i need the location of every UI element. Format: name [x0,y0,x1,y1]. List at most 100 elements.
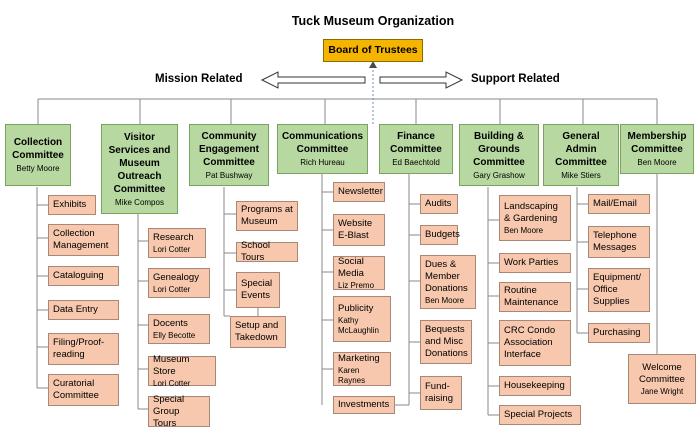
subcommittee-person: Karen Raynes [338,365,366,385]
subcommittee-person: Lori Cotter [153,378,191,388]
subcommittee-label: Cataloguing [53,270,104,281]
board-label: Board of Trustees [328,44,418,56]
committee-visitor-services-and-museum-outreach-committee: Visitor Services and Museum Outreach Com… [101,124,178,214]
mission-related-label: Mission Related [155,73,243,85]
subcommittee-label: Routine Maintenance [504,285,559,308]
subcommittee-cataloguing: Cataloguing [48,266,119,286]
subcommittee-person: Liz Premo [338,280,375,290]
subcommittee-special-group-tours: Special Group Tours [148,394,210,429]
committee-name: Communications Committee [281,131,364,155]
subcommittee-label: Equipment/ Office Supplies [593,272,642,307]
subcommittee-exhibits: Exhibits [48,195,96,215]
subcommittee-fund-raising: Fund- raising [420,376,462,410]
page-title: Tuck Museum Organization [291,14,455,28]
subcommittee-label: Website E-Blast [338,218,373,241]
subcommittee-work-parties: Work Parties [499,253,571,273]
subcommittee-label: Data Entry [53,304,98,315]
subcommittee-person: Jane Wright [640,386,684,396]
subcommittee-label: Telephone Messages [593,230,637,253]
subcommittee-label: Programs at Museum [241,204,293,227]
subcommittee-label: Genealogy [153,271,199,283]
subcommittee-budgets: Budgets [420,225,460,245]
subcommittee-investments: Investments [333,396,395,414]
subcommittee-label: Special Projects [504,409,573,420]
subcommittee-curatorial-committee: Curatorial Committee [48,374,119,406]
subcommittee-housekeeping: Housekeeping [499,376,571,396]
subcommittee-label: Welcome Committee [639,361,685,385]
committee-name: General Admin Committee [555,130,607,168]
subcommittee-label: Bequests and Misc Donations [425,324,468,359]
committee-name: Community Engagement Committee [198,130,259,168]
subcommittee-bequests-and-misc-donations: Bequests and Misc Donations [420,320,472,364]
committee-chair: Mike Compos [115,197,164,207]
subcommittee-label: Special Events [241,278,273,301]
committee-chair: Rich Hureau [300,158,345,167]
subcommittee-label: Budgets [425,229,460,240]
committee-name: Membership Committee [627,131,687,155]
subcommittee-label: Marketing [338,352,380,364]
committee-chair: Betty Moore [16,164,60,173]
subcommittee-label: Collection Management [53,228,109,251]
subcommittee-label: Museum Store [153,353,190,377]
subcommittee-person: Ben Moore [425,295,465,305]
subcommittee-label: Investments [338,399,390,410]
subcommittee-label: Housekeeping [504,380,565,391]
subcommittee-filing-proof-reading: Filing/Proof- reading [48,333,119,365]
subcommittee-purchasing: Purchasing [588,323,650,343]
subcommittee-label: Docents [153,317,188,329]
committee-chair: Ed Baechtold [392,158,440,167]
subcommittee-label: Curatorial Committee [53,378,99,401]
subcommittee-label: Filing/Proof- reading [53,337,105,360]
support-related-label: Support Related [471,73,560,85]
subcommittee-label: Purchasing [593,327,641,338]
subcommittee-label: CRC Condo Association Interface [504,325,556,360]
subcommittee-person: Ben Moore [504,225,544,235]
subcommittee-label: Setup and Takedown [235,320,279,343]
subcommittee-website-e-blast: Website E-Blast [333,214,385,246]
subcommittee-data-entry: Data Entry [48,300,119,320]
committee-name: Visitor Services and Museum Outreach Com… [108,131,171,195]
subcommittee-mail-email: Mail/Email [588,194,650,214]
subcommittee-person: Kathy McLaughlin [338,315,379,335]
subcommittee-newsletter: Newsletter [333,182,385,202]
committee-chair: Pat Bushway [205,170,253,180]
subcommittee-programs-at-museum: Programs at Museum [236,201,298,231]
subcommittee-label: School Tours [241,240,271,263]
committee-chair: Ben Moore [637,158,677,167]
subcommittee-label: Research [153,231,194,243]
subcommittee-special-projects: Special Projects [499,405,581,425]
subcommittee-label: Newsletter [338,186,383,197]
committee-name: Finance Committee [390,131,442,155]
subcommittee-person: Elly Becotte [153,330,196,340]
subcommittee-label: Work Parties [504,257,559,268]
subcommittee-routine-maintenance: Routine Maintenance [499,282,571,312]
committee-chair: Mike Stiers [561,170,601,180]
board-of-trustees: Board of Trustees [323,39,423,62]
subcommittee-label: Fund- raising [425,381,453,404]
subcommittee-label: Landscaping & Gardening [504,200,558,224]
subcommittee-label: Dues & Member Donations [425,258,468,294]
subcommittee-crc-condo-association-interface: CRC Condo Association Interface [499,320,571,366]
subcommittee-label: Audits [425,198,452,209]
subcommittee-collection-management: Collection Management [48,224,119,256]
committee-name: Building & Grounds Committee [473,130,525,168]
subcommittee-audits: Audits [420,194,458,214]
subcommittee-person: Lori Cotter [153,244,191,254]
